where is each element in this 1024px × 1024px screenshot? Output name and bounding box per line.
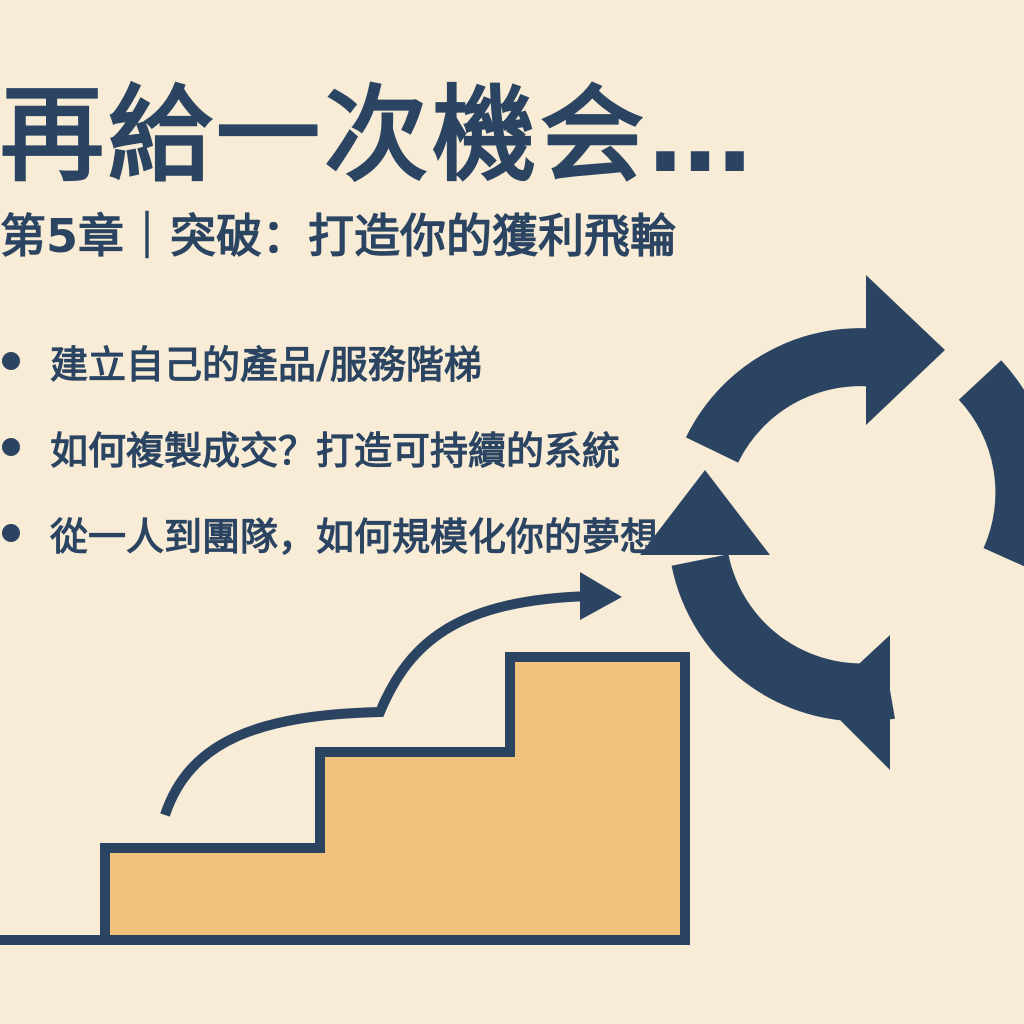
bullet-dot-icon [2,524,20,542]
bullet-text: 建立自己的產品/服務階梯 [50,342,482,387]
bullet-dot-icon [2,352,20,370]
stairs [100,652,690,945]
page-title: 再給一次機会… [0,74,757,196]
bullet-item: 建立自己的產品/服務階梯 [0,318,658,404]
staircase-with-arrow-icon [0,572,690,945]
arrow-head [580,572,622,620]
cycle-arrowhead-2 [820,635,890,770]
bullet-text: 從一人到團隊，如何規模化你的夢想 [50,514,659,559]
cycle-arrowhead-4 [1000,480,1024,560]
bullet-text: 如何複製成交？打造可持續的系統 [50,428,621,473]
bullet-list: 建立自己的產品/服務階梯 如何複製成交？打造可持續的系統 從一人到團隊，如何規模… [0,318,658,576]
cycle-arrowhead-1 [866,275,945,425]
bullet-dot-icon [2,438,20,456]
cycle-arrows-icon [640,275,1024,770]
bullet-item: 從一人到團隊，如何規模化你的夢想 [0,490,658,576]
cycle-arrowhead-3 [640,470,770,555]
chapter-subtitle: 第5章｜突破：打造你的獲利飛輪 [0,209,677,263]
bullet-item: 如何複製成交？打造可持續的系統 [0,404,658,490]
growth-arrow [160,591,591,817]
